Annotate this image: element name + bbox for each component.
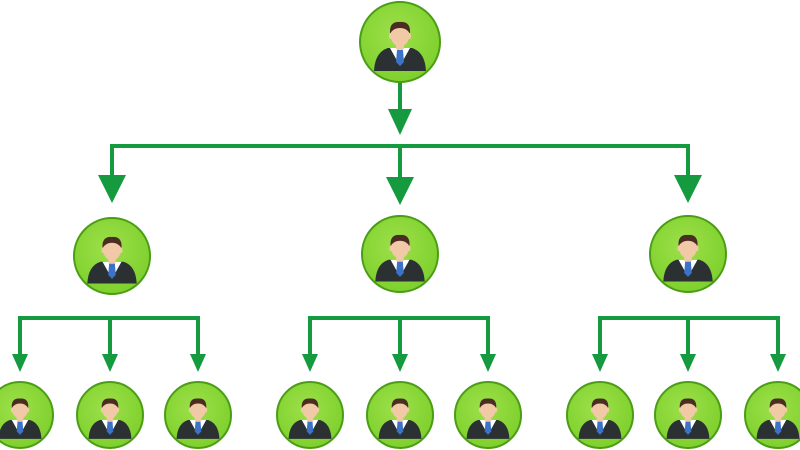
node-level2-2-1: [276, 381, 344, 449]
arrowhead-level1-right: [674, 175, 702, 203]
arrowhead-level1-center: [386, 177, 414, 205]
person-in-suit-icon: [666, 398, 710, 439]
node-root: [359, 1, 441, 83]
connector-lines: [12, 76, 786, 372]
node-level2-2-2: [366, 381, 434, 449]
arrowhead-group-2-2: [392, 354, 408, 372]
person-in-suit-icon: [756, 398, 800, 439]
person-in-suit-icon: [378, 398, 422, 439]
arrowhead-group-3-3: [770, 354, 786, 372]
person-in-suit-icon: [663, 234, 713, 282]
node-level2-3-3: [744, 381, 800, 449]
arrowhead-group-3-1: [592, 354, 608, 372]
person-in-suit-icon: [466, 398, 510, 439]
person-in-suit-icon: [375, 234, 425, 282]
node-level2-3-2: [654, 381, 722, 449]
person-in-suit-icon: [88, 398, 132, 439]
arrowhead-group-1-3: [190, 354, 206, 372]
person-in-suit-icon: [578, 398, 622, 439]
node-level2-1-3: [164, 381, 232, 449]
node-level2-1-1: [0, 381, 54, 449]
arrowhead-group-2-3: [480, 354, 496, 372]
node-level2-1-2: [76, 381, 144, 449]
arrowhead-group-3-2: [680, 354, 696, 372]
arrowhead-group-2-1: [302, 354, 318, 372]
arrowhead-level1-left: [98, 175, 126, 203]
person-in-suit-icon: [0, 398, 42, 439]
node-level1-center: [361, 215, 439, 293]
person-in-suit-icon: [87, 236, 137, 284]
person-in-suit-icon: [288, 398, 332, 439]
arrowhead-group-1-2: [102, 354, 118, 372]
person-in-suit-icon: [176, 398, 220, 439]
arrowhead-root: [388, 109, 412, 135]
arrowhead-group-1-1: [12, 354, 28, 372]
person-in-suit-icon: [374, 21, 426, 71]
node-level2-2-3: [454, 381, 522, 449]
node-level1-left: [73, 217, 151, 295]
node-level2-3-1: [566, 381, 634, 449]
node-level1-right: [649, 215, 727, 293]
